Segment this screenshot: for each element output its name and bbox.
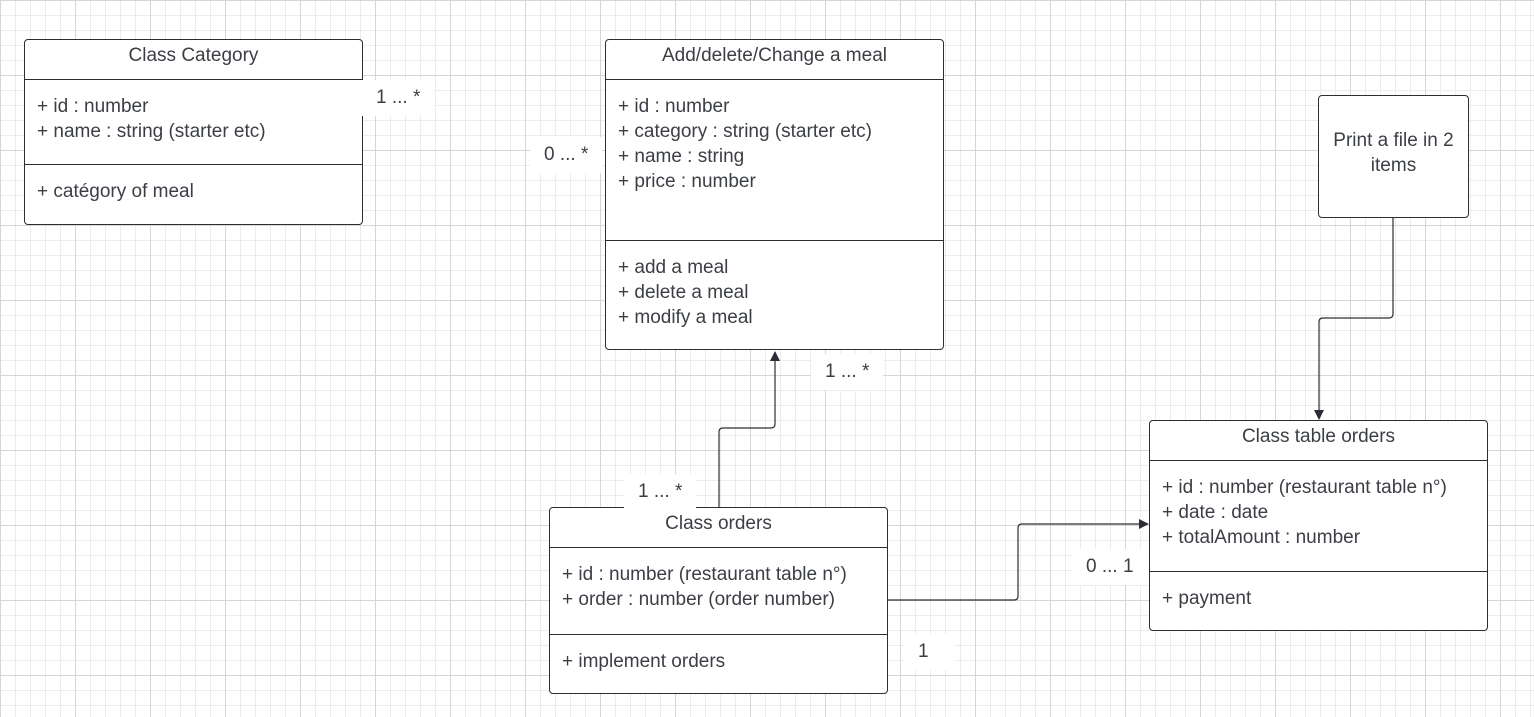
connector-note-to-table-orders[interactable] — [1314, 217, 1394, 420]
class-method: + delete a meal — [618, 282, 749, 303]
class-orders-methods: + implement orders — [550, 635, 887, 674]
class-table-orders-box[interactable]: Class table orders + id : number (restau… — [1149, 420, 1488, 631]
class-orders-title: Class orders — [550, 508, 887, 548]
class-attribute: + name : string (starter etc) — [37, 121, 266, 142]
class-attribute: + order : number (order number) — [562, 589, 835, 610]
multiplicity-orders-meal: 1 ... * — [624, 474, 697, 510]
class-attribute: + name : string — [618, 146, 745, 167]
class-attribute: + id : number — [618, 96, 730, 117]
class-attribute: + id : number (restaurant table n°) — [1162, 477, 1447, 498]
class-category-attributes: + id : number + name : string (starter e… — [25, 80, 362, 165]
multiplicity-meal-orders: 1 ... * — [811, 354, 884, 390]
class-method: + add a meal — [618, 257, 729, 278]
multiplicity-orders-table: 1 — [904, 634, 955, 670]
note-text-line: Print a file in 2 — [1333, 130, 1454, 151]
class-meal-methods: + add a meal + delete a meal + modify a … — [606, 241, 943, 330]
class-method: + modify a meal — [618, 307, 753, 328]
class-table-orders-title: Class table orders — [1150, 421, 1487, 461]
multiplicity-meal-category: 0 ... * — [530, 137, 603, 173]
class-category-title: Class Category — [25, 40, 362, 80]
class-meal-title: Add/delete/Change a meal — [606, 40, 943, 80]
class-orders-attributes: + id : number (restaurant table n°) + or… — [550, 548, 887, 635]
multiplicity-table-orders: 0 ... 1 — [1072, 549, 1148, 585]
multiplicity-category-meal: 1 ... * — [362, 80, 435, 116]
print-note[interactable]: Print a file in 2 items — [1318, 95, 1469, 218]
class-category-methods: + catégory of meal — [25, 165, 362, 204]
class-attribute: + id : number — [37, 96, 149, 117]
class-category-box[interactable]: Class Category + id : number + name : st… — [24, 39, 363, 225]
class-attribute: + id : number (restaurant table n°) — [562, 564, 847, 585]
note-text-line: items — [1370, 155, 1417, 176]
class-method: + payment — [1162, 588, 1252, 609]
class-method: + catégory of meal — [37, 181, 194, 202]
class-attribute: + totalAmount : number — [1162, 527, 1361, 548]
class-table-orders-attributes: + id : number (restaurant table n°) + da… — [1150, 461, 1487, 572]
class-meal-box[interactable]: Add/delete/Change a meal + id : number +… — [605, 39, 944, 350]
class-orders-box[interactable]: Class orders + id : number (restaurant t… — [549, 507, 888, 694]
class-attribute: + price : number — [618, 171, 756, 192]
connector-orders-to-meal[interactable] — [718, 351, 780, 508]
class-table-orders-methods: + payment — [1150, 572, 1487, 611]
class-method: + implement orders — [562, 651, 726, 672]
class-attribute: + date : date — [1162, 502, 1269, 523]
class-meal-attributes: + id : number + category : string (start… — [606, 80, 943, 241]
class-attribute: + category : string (starter etc) — [618, 121, 872, 142]
